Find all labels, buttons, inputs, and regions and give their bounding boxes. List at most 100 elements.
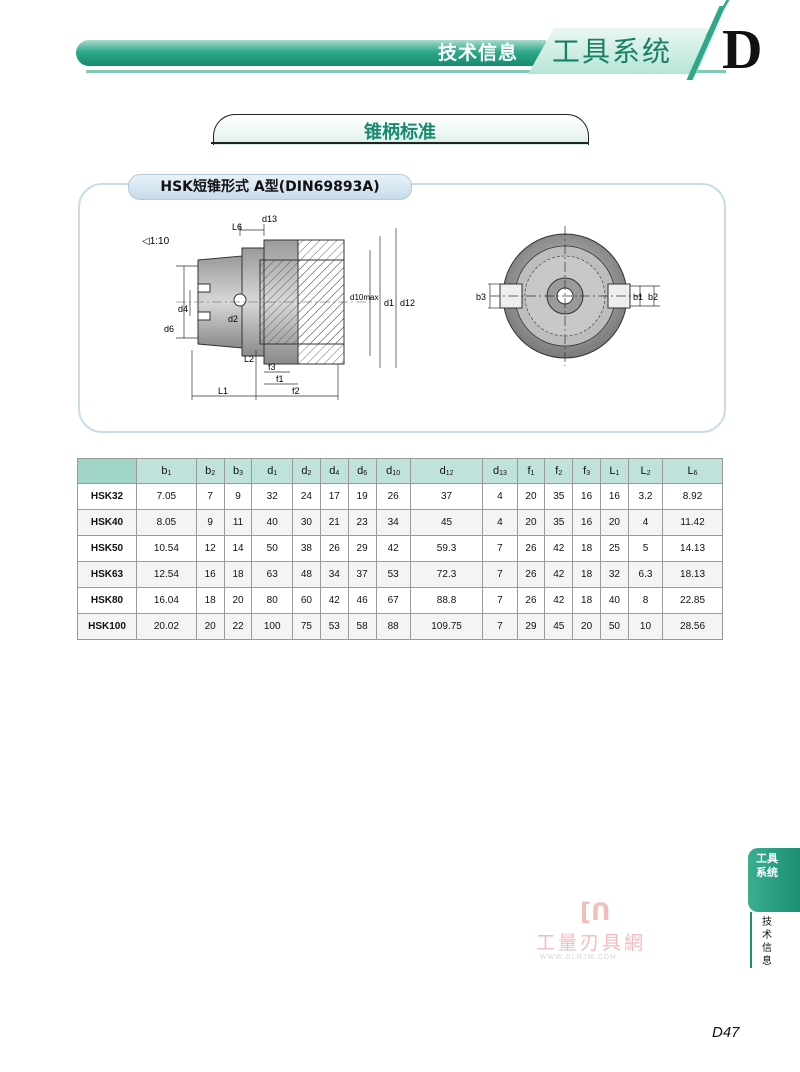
table-cell: 4 (482, 483, 518, 510)
technical-drawing: ◁1:10 L6 d13 d4 d6 d2 d10max d1 d12 L2 f… (142, 214, 660, 400)
column-header-sub: 2 (558, 470, 563, 477)
table-cell: 12 (195, 535, 225, 562)
table-cell: 16.04 (136, 587, 197, 614)
table-cell: 20 (223, 587, 253, 614)
column-header-sub: 1 (615, 470, 620, 477)
table-cell: 19 (347, 483, 377, 510)
table-cell: 12.54 (136, 561, 197, 588)
column-header-base: d (492, 465, 500, 477)
table-cell: 24 (292, 483, 321, 510)
label-f2: f2 (292, 386, 300, 396)
label-d6: d6 (164, 324, 174, 334)
page-header: 技术信息 工具系统 D (0, 0, 800, 90)
column-header: d1 (251, 458, 294, 484)
side-tab-subtitle: 技术信息 (762, 917, 772, 967)
column-header-base: d (386, 465, 393, 477)
table-cell: 20 (516, 509, 546, 536)
column-header: b3 (223, 458, 253, 484)
column-header-sub: 6 (363, 470, 368, 477)
table-cell: 63 (251, 561, 294, 588)
table-cell: 53 (319, 613, 349, 640)
table-cell: 25 (600, 535, 629, 562)
side-tab[interactable] (748, 848, 800, 912)
table-cell: 26 (516, 561, 546, 588)
table-cell: 18 (223, 561, 253, 588)
table-cell: 7 (482, 613, 518, 640)
table-cell: 46 (347, 587, 377, 614)
table-cell: 10 (627, 613, 664, 640)
label-L2: L2 (244, 354, 254, 364)
side-view (176, 224, 397, 400)
header-underline (86, 70, 726, 73)
column-header: d6 (347, 458, 377, 484)
table-cell: 26 (319, 535, 349, 562)
table-cell: 17 (319, 483, 349, 510)
column-header: L6 (662, 458, 723, 484)
column-header: d10 (375, 458, 411, 484)
label-b2: b2 (648, 292, 658, 302)
column-header-base: b (161, 465, 168, 477)
column-header-sub: 3 (239, 470, 244, 477)
watermark-url: WWW.GLRJW.COM (540, 954, 617, 961)
column-header-sub: 6 (693, 470, 698, 477)
label-d10max: d10max (350, 293, 378, 302)
table-cell: 20 (516, 483, 546, 510)
column-header: L2 (627, 458, 664, 484)
drawing-title-pill: HSK短锥形式 A型(DIN69893A) (128, 174, 412, 200)
table-cell: 45 (409, 509, 484, 536)
label-d1: d1 (384, 298, 394, 308)
table-cell: 18 (572, 587, 602, 614)
table-cell: 37 (347, 561, 377, 588)
table-cell: 14 (223, 535, 253, 562)
table-cell: 35 (544, 483, 574, 510)
header-band (76, 40, 546, 66)
column-header: b2 (195, 458, 225, 484)
table-cell: 30 (292, 509, 321, 536)
column-header-sub: 1 (273, 470, 278, 477)
column-header-sub: 4 (335, 470, 340, 477)
row-header: HSK32 (77, 483, 137, 510)
column-header-sub: 2 (307, 470, 312, 477)
table-cell: 18 (572, 535, 602, 562)
section-letter: D (722, 19, 763, 81)
table-cell: 20 (572, 613, 602, 640)
table-cell: 40 (600, 587, 629, 614)
section-banner: 锥柄标准 (211, 114, 589, 145)
table-cell: 11.42 (662, 509, 723, 536)
table-cell: 59.3 (409, 535, 484, 562)
table-cell: 3.2 (627, 483, 664, 510)
table-cell: 42 (544, 535, 574, 562)
column-header-base: d (357, 465, 364, 477)
column-header-sub: 10 (392, 470, 401, 477)
column-header-base: d (267, 465, 274, 477)
table-cell: 42 (375, 535, 411, 562)
table-cell: 26 (516, 587, 546, 614)
column-header-base: f (555, 465, 559, 477)
label-b3: b3 (476, 292, 486, 302)
label-d4: d4 (178, 304, 188, 314)
label-d2: d2 (228, 314, 238, 324)
watermark-name: 工量刃具網 (536, 932, 647, 954)
table-cell: 7 (195, 483, 225, 510)
column-header-base: d (439, 465, 446, 477)
column-header: f2 (544, 458, 574, 484)
row-header: HSK100 (77, 613, 137, 640)
column-header-sub: 13 (499, 470, 507, 477)
table-cell: 67 (375, 587, 411, 614)
table-cell: 29 (347, 535, 377, 562)
table-cell: 72.3 (409, 561, 484, 588)
column-header: d12 (409, 458, 484, 484)
column-header-sub: 2 (646, 470, 651, 477)
table-cell: 4 (627, 509, 664, 536)
table-cell: 8.05 (136, 509, 197, 536)
table-cell: 42 (544, 587, 574, 614)
table-cell: 11 (223, 509, 253, 536)
table-cell: 32 (251, 483, 294, 510)
table-cell: 50 (251, 535, 294, 562)
table-cell: 58 (347, 613, 377, 640)
